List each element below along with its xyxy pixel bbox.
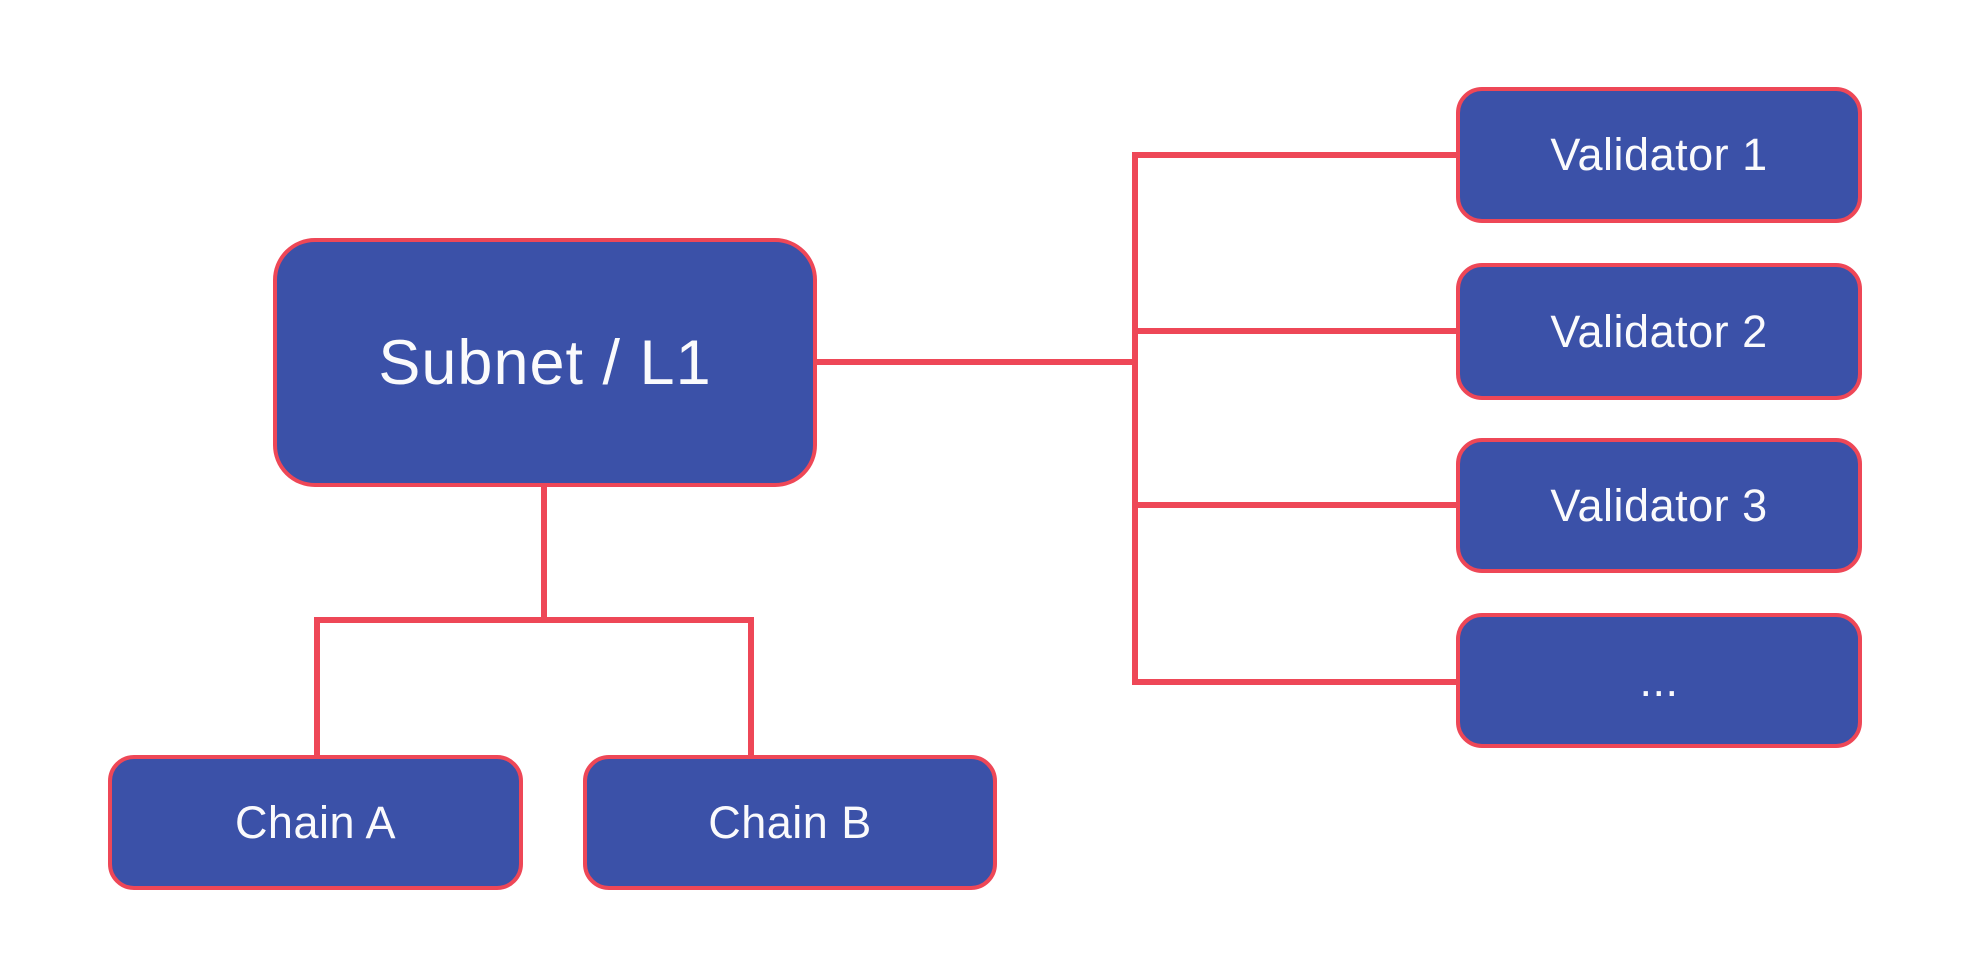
validator-1-label: Validator 1 xyxy=(1550,129,1768,180)
validator-2-node: Validator 2 xyxy=(1456,263,1862,400)
chain-a-node: Chain A xyxy=(108,755,523,890)
chain-b-label: Chain B xyxy=(708,796,872,848)
chain-a-label: Chain A xyxy=(234,796,397,848)
validators-ellipsis-node: ... xyxy=(1456,613,1862,748)
subnet-l1-node: Subnet / L1 xyxy=(273,238,817,487)
validator-1-node: Validator 1 xyxy=(1456,87,1862,223)
validator-2-label: Validator 2 xyxy=(1550,305,1768,357)
connector-path xyxy=(314,152,1459,758)
chain-b-node: Chain B xyxy=(583,755,997,890)
validator-3-node: Validator 3 xyxy=(1456,438,1862,573)
validator-3-label: Validator 3 xyxy=(1550,479,1768,531)
subnet-l1-label: Subnet / L1 xyxy=(378,327,712,398)
validators-ellipsis-label: ... xyxy=(1639,654,1679,706)
